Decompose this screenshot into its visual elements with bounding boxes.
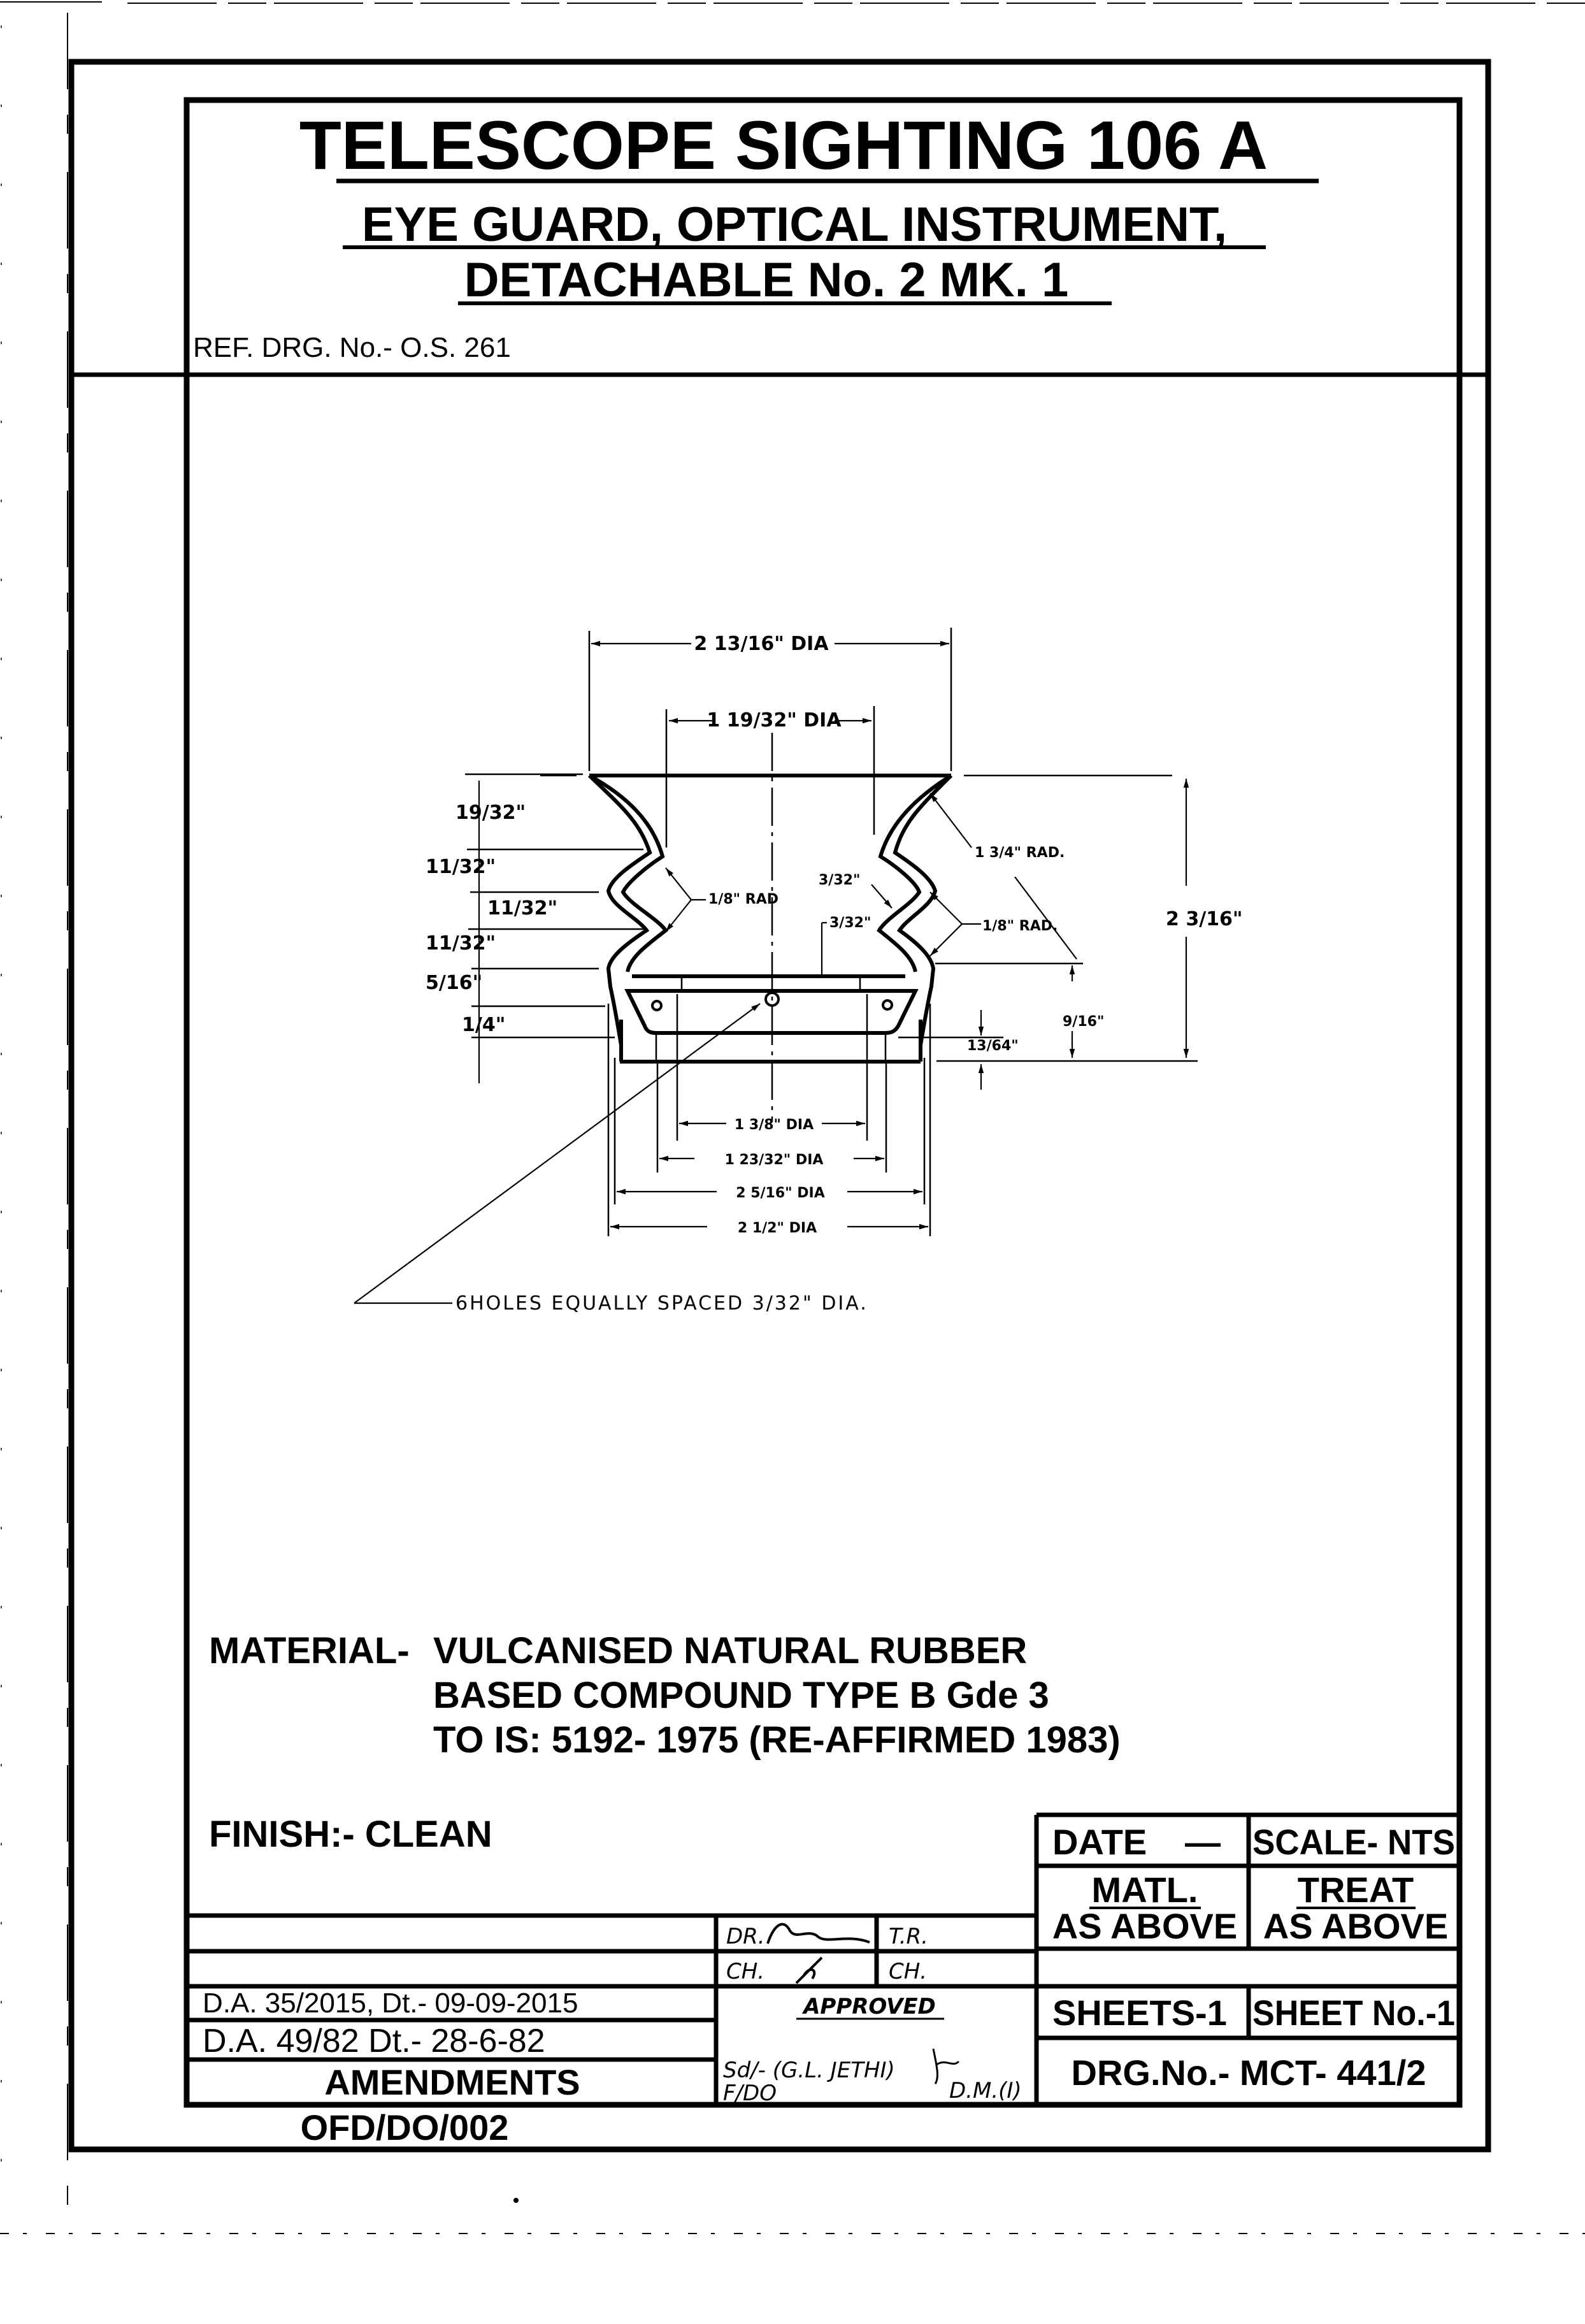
hole (882, 999, 893, 1011)
dim-wall-1: 3/32" (819, 872, 860, 888)
checked-signature (795, 1956, 823, 1984)
traced-by: T.R. (889, 1924, 928, 1949)
amendments-label: AMENDMENTS (324, 2062, 580, 2102)
right-bellows-inner (877, 774, 952, 972)
inner-border (183, 97, 1463, 2108)
sheet-number: SHEET No.-1 (1252, 1993, 1455, 2033)
sheets-count: SHEETS-1 (1052, 1993, 1227, 2033)
checked-by: CH. (726, 1959, 764, 1984)
left-bellows-inner (588, 774, 669, 972)
material-notes: MATERIAL- VULCANISED NATURAL RUBBER BASE… (209, 1630, 1121, 1855)
dim-left-5: 5/16" (426, 972, 482, 994)
treatment-heading: TREAT (1298, 1870, 1414, 1910)
amendment-2: D.A. 49/82 Dt.- 28-6-82 (203, 2023, 545, 2060)
dim-left-2: 11/32" (426, 856, 496, 878)
left-bellows-outer (587, 774, 652, 1046)
scan-artifacts (0, 1, 1585, 2237)
dim-left-6: 1/4" (462, 1014, 505, 1036)
header: TELESCOPE SIGHTING 106 A EYE GUARD, OPTI… (193, 106, 1319, 363)
approved-label: APPROVED (801, 1994, 936, 2019)
form-number: OFD/DO/002 (301, 2107, 509, 2147)
date-label: DATE (1052, 1822, 1147, 1862)
dim-left-1: 19/32" (455, 802, 526, 824)
material-value: AS ABOVE (1052, 1906, 1237, 1946)
dim-right-rad: 1/8" RAD. (982, 918, 1058, 934)
dim-bottom-dia-1: 1 3/8" DIA (735, 1117, 814, 1133)
dim-left-rad: 1/8" RAD (708, 891, 778, 907)
hole (651, 1000, 663, 1011)
left-dimension-stack: 19/32" 11/32" 11/32" 11/32" 5/16" 1/4" (426, 773, 643, 1083)
dim-outer-rad: 1 3/4" RAD. (975, 845, 1065, 861)
holes-callout: 6HOLES EQUALLY SPACED 3/32" DIA. (455, 1292, 868, 1315)
dim-bottom-dia-2: 1 23/32" DIA (725, 1152, 824, 1168)
dim-flange-height: 9/16" (1063, 1014, 1104, 1030)
dim-bottom-dia-4: 2 1/2" DIA (738, 1220, 817, 1236)
drawn-signature (766, 1923, 870, 1944)
drawing-title: TELESCOPE SIGHTING 106 A (299, 106, 1268, 184)
material-line-3: TO IS: 5192- 1975 (RE-AFFIRMED 1983) (433, 1719, 1121, 1761)
material-label: MATERIAL- (209, 1630, 410, 1671)
approver-signature (932, 2048, 960, 2084)
approver-role-right: D.M.(I) (949, 2078, 1022, 2104)
scale-label: SCALE- NTS (1252, 1822, 1455, 1862)
checked-by-2: CH. (889, 1959, 927, 1984)
finish-note: FINISH:- CLEAN (209, 1814, 492, 1855)
drawn-by: DR. (726, 1924, 765, 1949)
approver-role-left: F/DO (723, 2081, 777, 2106)
dim-top-inner-dia: 1 19/32" DIA (706, 709, 842, 732)
dim-left-3: 11/32" (487, 897, 557, 920)
dim-overall-height: 2 3/16" (1166, 908, 1243, 930)
approver-signature-line: Sd/- (G.L. JETHI) (723, 2058, 895, 2083)
outer-border (68, 59, 1491, 2153)
dim-top-outer-dia: 2 13/16" DIA (694, 633, 829, 655)
right-bellows-outer (893, 774, 953, 1046)
drawing-subtitle-2: DETACHABLE No. 2 MK. 1 (464, 253, 1069, 307)
material-heading: MATL. (1092, 1870, 1198, 1910)
dim-base-offset: 13/64" (967, 1038, 1019, 1054)
date-value: — (1185, 1822, 1221, 1862)
material-line-2: BASED COMPOUND TYPE B Gde 3 (433, 1675, 1049, 1716)
amendment-1: D.A. 35/2015, Dt.- 09-09-2015 (203, 1988, 578, 2019)
material-line-1: VULCANISED NATURAL RUBBER (433, 1630, 1027, 1671)
drawing-number: DRG.No.- MCT- 441/2 (1072, 2053, 1426, 2093)
reference-drawing: REF. DRG. No.- O.S. 261 (193, 332, 511, 363)
hole (764, 992, 780, 1007)
eye-guard-section-view: 2 13/16" DIA 1 19/32" DIA 19/32" 11/32" … (354, 628, 1243, 1315)
dim-bottom-dia-3: 2 5/16" DIA (736, 1185, 825, 1201)
dim-wall-2: 3/32" (829, 915, 871, 931)
drawing-subtitle-1: EYE GUARD, OPTICAL INSTRUMENT, (362, 198, 1227, 252)
dim-left-4: 11/32" (426, 932, 496, 955)
title-block: DATE — SCALE- NTS MATL. AS ABOVE TREAT A… (187, 1812, 1459, 2147)
treatment-value: AS ABOVE (1263, 1906, 1448, 1946)
